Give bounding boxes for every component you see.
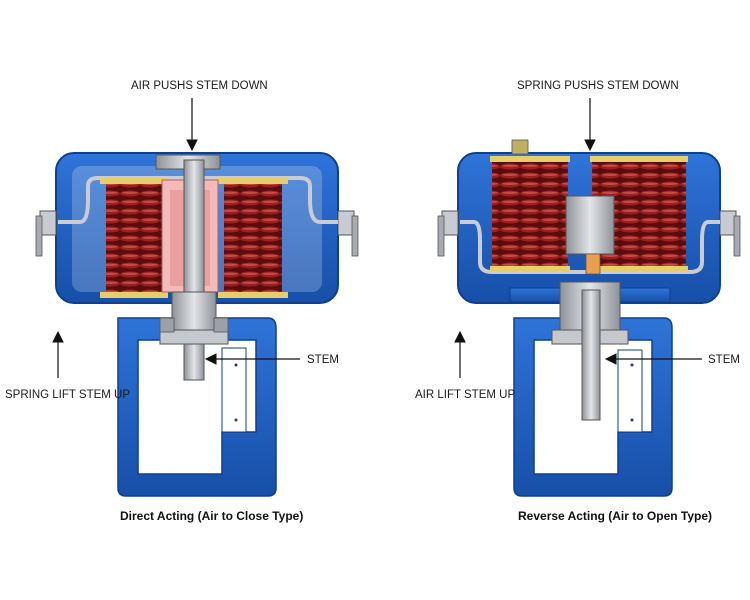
left-flange-clamp-right xyxy=(337,210,359,257)
arrows xyxy=(52,98,702,378)
right-stem-label: STEM xyxy=(708,354,740,366)
left-flange-clamp-left xyxy=(35,210,57,257)
left-spring-outer-left xyxy=(106,183,162,293)
left-top-label: AIR PUSHS STEM DOWN xyxy=(131,80,268,92)
left-stem-label: STEM xyxy=(307,354,339,366)
right-top-label: SPRING PUSHS STEM DOWN xyxy=(517,80,679,92)
left-stem xyxy=(183,159,205,381)
right-caption: Reverse Acting (Air to Open Type) xyxy=(518,509,712,523)
right-side-label: AIR LIFT STEM UP xyxy=(415,389,515,401)
right-flange-clamp-right xyxy=(719,210,741,257)
right-stem xyxy=(581,289,601,421)
left-actuator xyxy=(35,152,359,497)
left-side-label: SPRING LIFT STEM UP xyxy=(5,389,130,401)
right-spring-left xyxy=(492,160,568,266)
right-flange-clamp-left xyxy=(437,210,459,257)
left-caption: Direct Acting (Air to Close Type) xyxy=(120,509,303,523)
left-spring-outer-right xyxy=(224,183,282,293)
right-actuator xyxy=(437,139,741,497)
